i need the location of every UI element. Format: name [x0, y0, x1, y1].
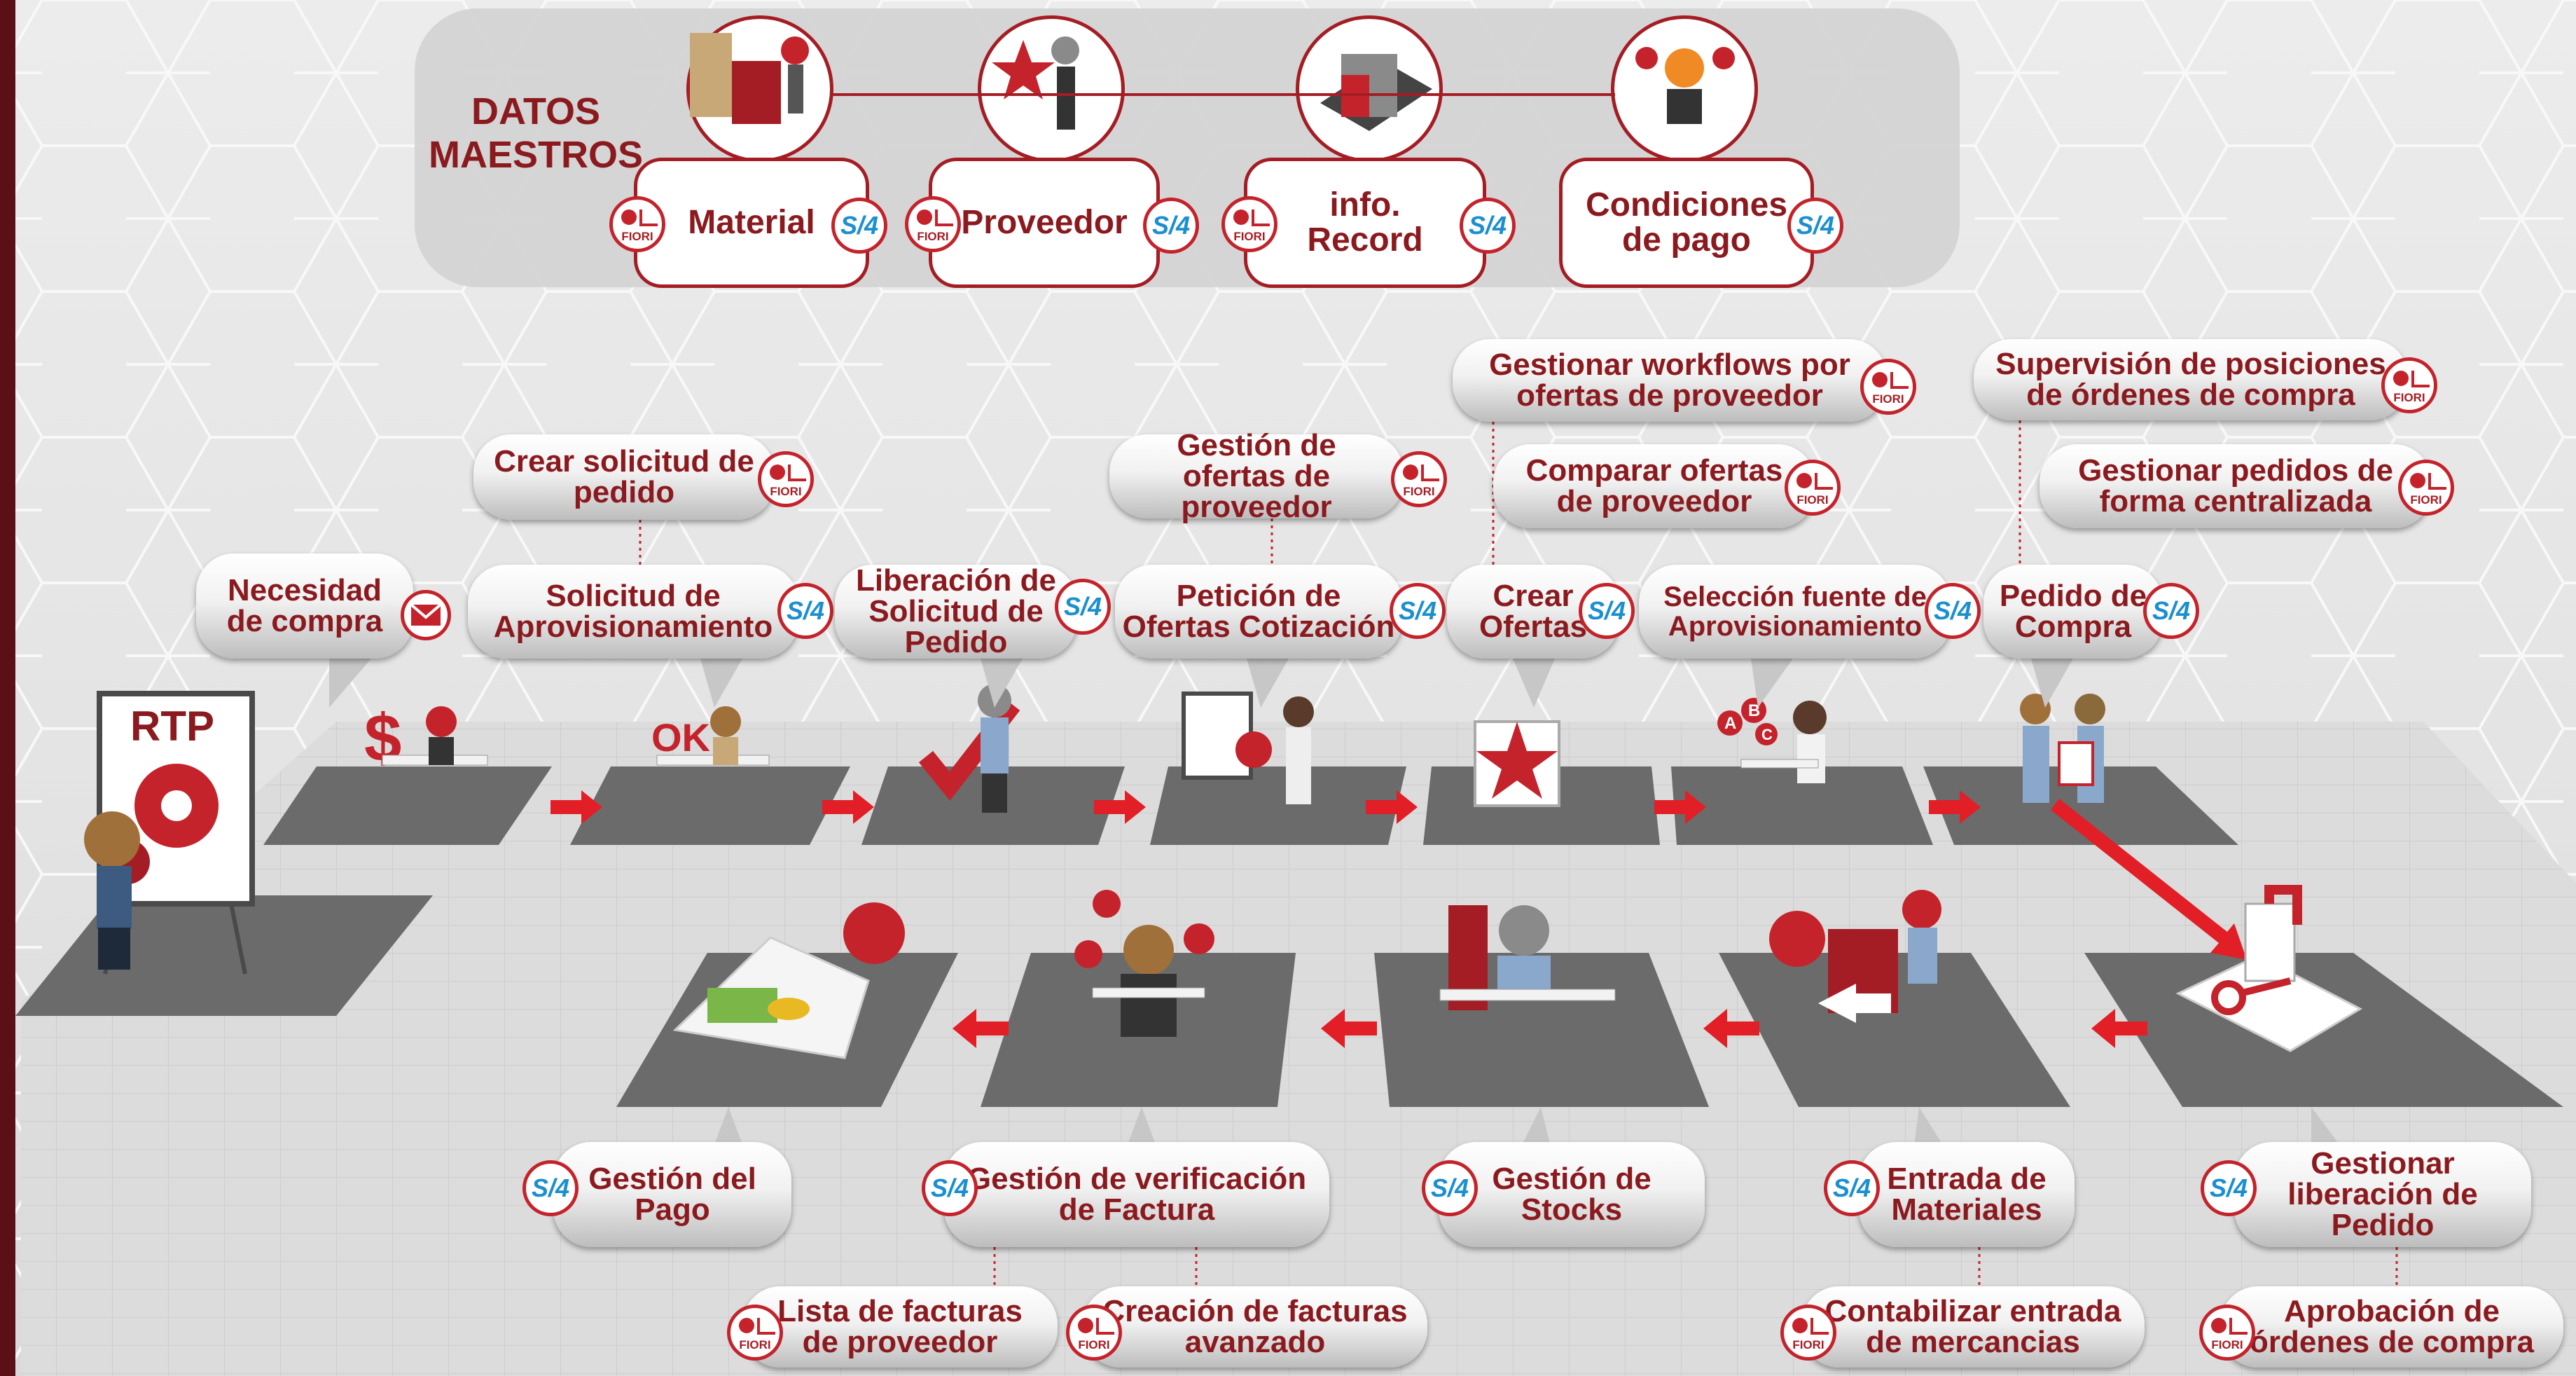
s4-icon: S/4 [1787, 198, 1843, 254]
master-info-record-label: info. Record [1307, 186, 1423, 259]
payment-terms-illustration [1611, 15, 1758, 163]
step-label: Gestión de Stocks [1492, 1162, 1651, 1227]
step-label: Petición de Ofertas Cotización [1122, 579, 1395, 644]
master-data-title: DATOS MAESTROS [428, 90, 644, 176]
s4-icon: S/4 [1925, 583, 1981, 639]
material-illustration [686, 15, 833, 163]
step-po-release[interactable]: Gestionar liberación de Pedido [2234, 1142, 2531, 1247]
fiori-icon: FIORI [727, 1305, 783, 1361]
fiori-icon: FIORI [1785, 460, 1841, 516]
step-purchase-order[interactable]: Pedido de Compra [1983, 565, 2163, 659]
fiori-app-label: Aprobación de órdenes de compra [2250, 1294, 2534, 1359]
s4-icon: S/4 [831, 198, 887, 254]
step-label: Entrada de Materiales [1887, 1162, 2047, 1227]
master-material-label: Material [688, 204, 815, 241]
s4-icon: S/4 [1422, 1160, 1478, 1216]
rtp-label: RTP [130, 703, 214, 750]
mail-icon [401, 590, 451, 640]
s4-icon: S/4 [522, 1160, 579, 1216]
fiori-app-label: Gestionar workflows por ofertas de prove… [1489, 348, 1850, 413]
s4-icon: S/4 [1579, 583, 1635, 639]
s4-icon: S/4 [1143, 198, 1199, 254]
fiori-icon: FIORI [1066, 1305, 1122, 1361]
step-invoice-verification[interactable]: Gestión de verificación de Factura [944, 1142, 1329, 1247]
master-payment-terms-label: Condiciones de pago [1585, 186, 1788, 259]
fiori-app-label: Supervisión de posiciones de órdenes de … [1995, 347, 2386, 412]
fiori-app-central-po[interactable]: Gestionar pedidos de forma centralizada [2040, 444, 2432, 528]
step-payment-management[interactable]: Gestión del Pago [553, 1142, 791, 1247]
fiori-icon: FIORI [1780, 1305, 1836, 1361]
step-requisition-release[interactable]: Liberación de Solicitud de Pedido [835, 565, 1077, 659]
fiori-app-label: Crear solicitud de pedido [494, 444, 754, 509]
step-label: Liberación de Solicitud de Pedido [855, 563, 1057, 659]
fiori-app-monitor-po-items[interactable]: Supervisión de posiciones de órdenes de … [1974, 339, 2408, 420]
step-procurement-request[interactable]: Solicitud de Aprovisionamiento [468, 565, 798, 659]
fiori-app-create-requisition[interactable]: Crear solicitud de pedido [473, 434, 775, 520]
master-connector [831, 93, 1615, 96]
step-label: Gestionar liberación de Pedido [2287, 1146, 2478, 1242]
fiori-icon: FIORI [1391, 451, 1447, 507]
step-label: Selección fuente de Aprovisionamiento [1663, 582, 1927, 642]
step-label: Gestión del Pago [588, 1162, 756, 1227]
s4-icon: S/4 [2201, 1160, 2257, 1216]
fiori-app-label: Contabilizar entrada de mercancias [1824, 1294, 2121, 1359]
s4-icon: S/4 [1824, 1160, 1880, 1216]
left-edge-bar [0, 0, 15, 1376]
fiori-app-label: Creación de facturas avanzado [1102, 1294, 1408, 1359]
fiori-app-supplier-invoices[interactable]: Lista de facturas de proveedor [742, 1286, 1058, 1368]
fiori-icon: FIORI [2199, 1305, 2255, 1361]
step-rfq[interactable]: Petición de Ofertas Cotización [1115, 565, 1402, 659]
fiori-app-label: Comparar ofertas de proveedor [1525, 453, 1783, 518]
step-label: Pedido de Compra [1999, 579, 2147, 644]
master-supplier-label: Proveedor [961, 204, 1128, 241]
fiori-icon: FIORI [905, 196, 961, 252]
svg-text:A: A [1724, 714, 1736, 733]
s4-icon: S/4 [2143, 583, 2199, 639]
step-label: Solicitud de Aprovisionamiento [493, 579, 773, 644]
svg-text:B: B [1748, 701, 1760, 720]
fiori-icon: FIORI [609, 196, 665, 252]
fiori-icon: FIORI [1221, 196, 1277, 252]
fiori-icon: FIORI [758, 451, 814, 507]
svg-text:OK: OK [651, 715, 710, 759]
fiori-app-manage-workflows[interactable]: Gestionar workflows por ofertas de prove… [1453, 339, 1887, 422]
s4-icon: S/4 [1055, 579, 1111, 635]
fiori-app-label: Lista de facturas de proveedor [777, 1294, 1023, 1359]
fiori-icon: FIORI [2381, 357, 2437, 413]
master-payment-terms-box[interactable]: Condiciones de pago [1559, 158, 1814, 288]
fiori-app-compare-quotations[interactable]: Comparar ofertas de proveedor [1493, 444, 1815, 528]
fiori-app-label: Gestionar pedidos de forma centralizada [2078, 453, 2393, 518]
s4-icon: S/4 [777, 583, 833, 639]
step-stock-management[interactable]: Gestión de Stocks [1439, 1142, 1705, 1247]
svg-text:C: C [1761, 726, 1773, 743]
fiori-app-manage-supplier-quotations[interactable]: Gestión de ofertas de proveedor [1109, 430, 1404, 523]
s4-icon: S/4 [922, 1160, 978, 1216]
step-label: Necesidad de compra [226, 573, 383, 638]
step-label: Gestión de verificación de Factura [967, 1162, 1307, 1227]
step-source-selection[interactable]: Selección fuente de Aprovisionamiento [1639, 565, 1951, 659]
step-label: Crear Ofertas [1479, 579, 1588, 644]
s4-icon: S/4 [1460, 198, 1516, 254]
fiori-app-label: Gestión de ofertas de proveedor [1177, 428, 1336, 524]
fiori-app-advanced-invoice-creation[interactable]: Creación de facturas avanzado [1083, 1286, 1427, 1368]
fiori-icon: FIORI [1860, 359, 1916, 415]
s4-icon: S/4 [1390, 583, 1446, 639]
fiori-app-post-goods-receipt[interactable]: Contabilizar entrada de mercancias [1801, 1286, 2145, 1368]
step-goods-receipt[interactable]: Entrada de Materiales [1859, 1142, 2075, 1247]
supplier-illustration [978, 15, 1125, 163]
fiori-app-approve-po[interactable]: Aprobación de órdenes de compra [2220, 1286, 2563, 1368]
master-info-record-box[interactable]: info. Record [1244, 158, 1486, 288]
fiori-icon: FIORI [2398, 460, 2454, 516]
step-purchase-need[interactable]: Necesidad de compra [196, 553, 413, 659]
